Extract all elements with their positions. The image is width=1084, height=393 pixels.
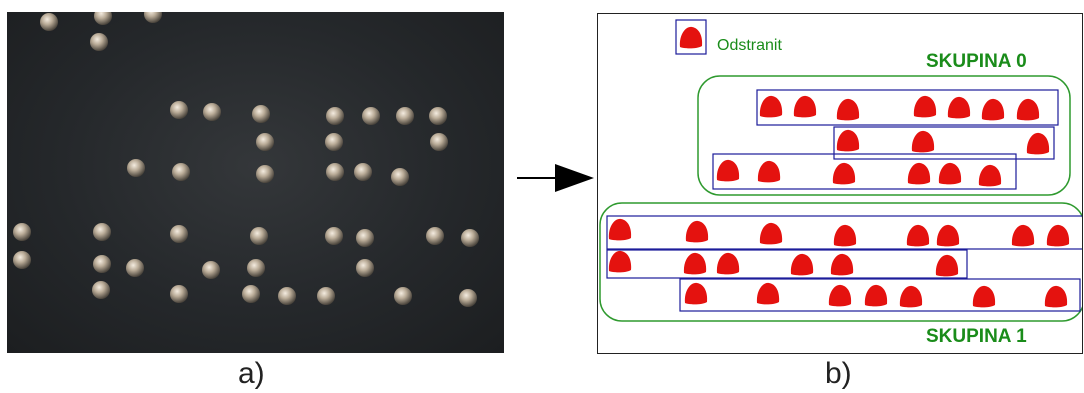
braille-dot	[90, 33, 108, 51]
braille-dot	[94, 12, 112, 25]
segmented-dot	[684, 282, 708, 305]
braille-dot	[356, 259, 374, 277]
braille-dot	[426, 227, 444, 245]
braille-dot	[172, 163, 190, 181]
braille-dot	[202, 261, 220, 279]
braille-dot	[391, 168, 409, 186]
row-box	[606, 215, 1082, 250]
segmented-dot	[913, 95, 937, 118]
segmented-dot	[608, 250, 632, 273]
braille-dot	[13, 251, 31, 269]
segmented-dot	[683, 252, 707, 275]
braille-dot	[326, 107, 344, 125]
braille-dot	[93, 223, 111, 241]
braille-dot	[394, 287, 412, 305]
braille-dot	[93, 255, 111, 273]
segmented-dot	[828, 284, 852, 307]
segmented-dot	[906, 224, 930, 247]
segmented-dot	[608, 218, 632, 241]
braille-dot	[317, 287, 335, 305]
braille-dot	[278, 287, 296, 305]
braille-dot	[250, 227, 268, 245]
segmented-dot	[716, 159, 740, 182]
braille-dot	[325, 227, 343, 245]
braille-dot	[356, 229, 374, 247]
segmented-dot	[759, 95, 783, 118]
segmented-dot	[1046, 224, 1070, 247]
segmented-dot	[1011, 224, 1035, 247]
row-box	[712, 153, 1017, 190]
segmented-dot	[1016, 98, 1040, 121]
braille-dot	[256, 165, 274, 183]
braille-dot	[461, 229, 479, 247]
segmented-dot	[685, 220, 709, 243]
segmented-dot	[793, 95, 817, 118]
segmented-dot	[978, 164, 1002, 187]
segmentation-panel: Odstranit SKUPINA 0 SKUPINA 1	[597, 13, 1083, 354]
braille-dot	[430, 133, 448, 151]
segmented-dot	[832, 162, 856, 185]
segmented-dot	[981, 98, 1005, 121]
braille-dot	[396, 107, 414, 125]
row-box	[679, 278, 1081, 312]
remove-label: Odstranit	[717, 37, 782, 54]
segmented-dot	[759, 222, 783, 245]
braille-dot	[144, 12, 162, 23]
braille-dot	[127, 159, 145, 177]
segmented-dot	[790, 253, 814, 276]
braille-dot	[429, 107, 447, 125]
remove-box	[675, 19, 707, 55]
group-0-outline	[697, 75, 1071, 196]
braille-dot	[170, 225, 188, 243]
segmented-dot	[911, 130, 935, 153]
braille-dot	[170, 101, 188, 119]
right-arrow-icon	[517, 164, 594, 192]
braille-dot	[170, 285, 188, 303]
segmented-dot	[716, 252, 740, 275]
braille-photo	[7, 12, 504, 353]
braille-dot	[459, 289, 477, 307]
segmented-dot	[935, 254, 959, 277]
segmented-dot	[833, 224, 857, 247]
segmented-dot	[757, 160, 781, 183]
braille-dot	[126, 259, 144, 277]
segmented-dot	[1044, 285, 1068, 308]
group-1-outline	[599, 202, 1082, 322]
braille-dot	[247, 259, 265, 277]
row-box	[606, 249, 968, 279]
braille-dot	[325, 133, 343, 151]
group-1-label: SKUPINA 1	[926, 326, 1027, 347]
segmented-dot	[679, 26, 703, 49]
braille-dot	[13, 223, 31, 241]
segmented-dot	[972, 285, 996, 308]
braille-dot	[242, 285, 260, 303]
braille-dots-photo	[13, 12, 479, 307]
segmented-dot	[907, 162, 931, 185]
segmented-dot	[947, 96, 971, 119]
segmented-dot	[830, 253, 854, 276]
braille-dot	[354, 163, 372, 181]
braille-dot	[203, 103, 221, 121]
segmented-dot	[1026, 132, 1050, 155]
braille-dot	[252, 105, 270, 123]
row-box	[756, 89, 1059, 126]
row-box	[833, 126, 1055, 160]
segmented-dot	[836, 129, 860, 152]
panel-a-label: a)	[238, 357, 265, 390]
segmented-dot	[899, 285, 923, 308]
panel-b-label: b)	[825, 357, 852, 390]
braille-dot	[362, 107, 380, 125]
segmentation-diagram	[599, 19, 1082, 322]
segmented-dot	[864, 284, 888, 307]
braille-dot	[92, 281, 110, 299]
segmented-dot	[936, 224, 960, 247]
segmented-dot	[836, 98, 860, 121]
group-0-label: SKUPINA 0	[926, 51, 1027, 72]
braille-dot	[256, 133, 274, 151]
segmented-dot	[938, 162, 962, 185]
braille-dot	[40, 13, 58, 31]
segmented-dot	[756, 282, 780, 305]
braille-dot	[326, 163, 344, 181]
